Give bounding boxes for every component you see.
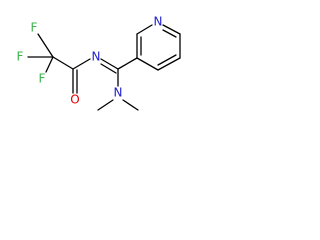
bond-amidine-ring bbox=[117, 57, 138, 70]
bond-carbonyl-n-imine bbox=[72, 58, 91, 70]
atom-n-imine: N bbox=[92, 50, 101, 64]
ring-bond-2 bbox=[136, 24, 153, 35]
bond-n-methyl-right bbox=[122, 99, 139, 111]
structure-diagram: F F F O N N N bbox=[17, 15, 181, 111]
ring-bond-5-inner bbox=[157, 54, 177, 66]
atom-f1: F bbox=[31, 21, 38, 35]
ring-bond-5 bbox=[157, 57, 181, 71]
bond-n-amidine-b bbox=[100, 63, 117, 74]
bond-n-amidine-a bbox=[100, 58, 119, 70]
atom-f3: F bbox=[39, 72, 46, 86]
ring-bond-6 bbox=[136, 57, 159, 71]
bond-n-methyl-left bbox=[97, 99, 114, 111]
atom-n-ring: N bbox=[154, 15, 163, 29]
ring-bond-3-inner bbox=[162, 29, 177, 38]
atom-o: O bbox=[70, 93, 79, 107]
bonds bbox=[27, 24, 181, 111]
atom-n-amine: N bbox=[114, 86, 123, 100]
bond-c-f3 bbox=[45, 56, 54, 73]
atom-f2: F bbox=[17, 50, 24, 64]
atom-labels: F F F O N N N bbox=[17, 15, 163, 107]
bond-c-f1 bbox=[37, 33, 54, 58]
ring-bond-3 bbox=[162, 24, 181, 35]
bond-cf3-carbonyl bbox=[52, 56, 74, 70]
